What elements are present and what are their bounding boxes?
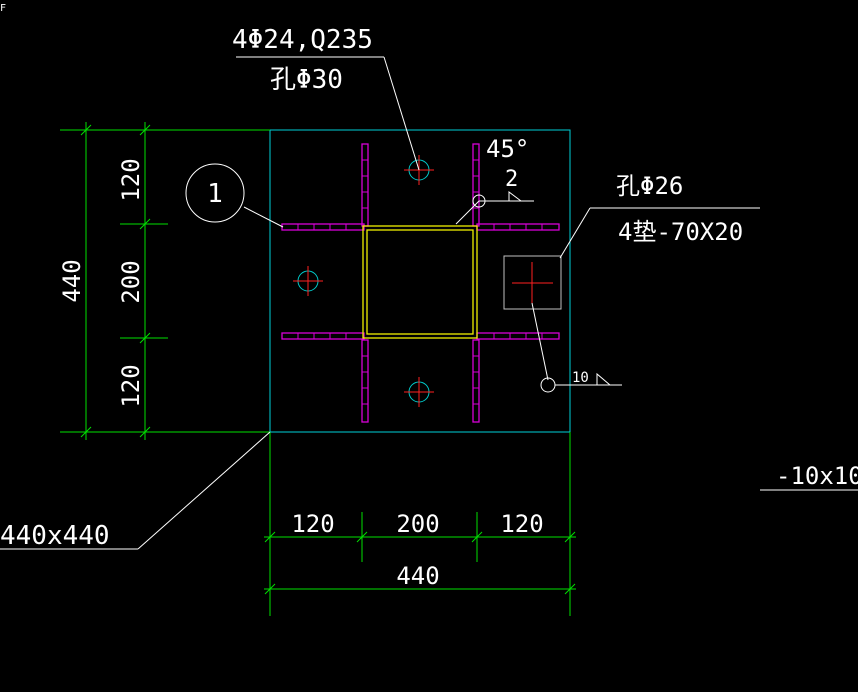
- bolt-leader: [383, 56, 420, 171]
- weld-10-label: 10: [572, 370, 589, 386]
- anchor-bolts: [293, 155, 434, 407]
- weld-symbol-flag: [508, 191, 522, 202]
- dim-bottom-left: 120: [291, 510, 334, 538]
- stiffener-bottom-left: [281, 332, 365, 340]
- dim-bottom-right: 120: [500, 510, 543, 538]
- weld-size-label: 2: [505, 167, 518, 192]
- washer-plate: [503, 255, 562, 310]
- bolt-spec-label: 4Φ24,Q235: [232, 25, 373, 55]
- column-inner: [366, 229, 474, 335]
- base-plate-outline: [269, 129, 571, 433]
- detail-marker-circle: [185, 163, 245, 223]
- washer-leader: [559, 207, 591, 259]
- bolt-hole-label: 孔Φ30: [270, 65, 343, 95]
- column-outer: [362, 225, 478, 339]
- leaders: [0, 56, 858, 550]
- dim-left-top: 120: [117, 158, 145, 201]
- anchor-bolt-bottom: [404, 377, 434, 407]
- detail-number: 1: [207, 179, 223, 209]
- dimensions-bottom: [264, 432, 576, 616]
- right-spec-label: -10x10: [776, 462, 858, 490]
- plate-leader: [137, 431, 271, 550]
- dim-left-total: 440: [58, 259, 86, 302]
- weld10-leader: [531, 302, 549, 381]
- washer-hole-label: 孔Φ26: [616, 172, 683, 200]
- dim-bottom-total: 440: [396, 562, 439, 590]
- dim-bottom-middle: 200: [396, 510, 439, 538]
- column-section: [362, 225, 478, 339]
- stiffener-left-bottom: [361, 339, 369, 423]
- weld-leader: [455, 200, 480, 225]
- anchor-bolt-left: [293, 266, 323, 296]
- angle-label: 45°: [486, 135, 529, 163]
- dim-left-middle: 200: [117, 260, 145, 303]
- washer-spec-label: 4垫-70X20: [618, 218, 743, 246]
- base-plate: [269, 129, 571, 433]
- corner-mark: F: [0, 3, 6, 14]
- stiffener-right-bottom: [472, 339, 480, 423]
- plate-spec-label: 440x440: [0, 521, 110, 551]
- dimensions-left: [60, 122, 270, 440]
- detail-leader: [243, 206, 284, 228]
- weld10-symbol: [596, 372, 611, 386]
- dim-left-bottom: 120: [117, 364, 145, 407]
